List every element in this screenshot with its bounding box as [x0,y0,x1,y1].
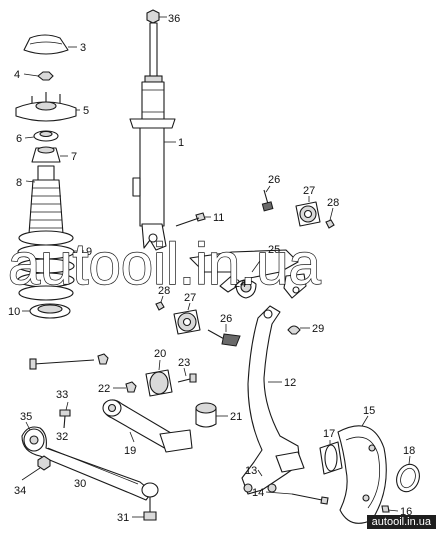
bolt-23 [177,367,197,383]
nut-34 [21,455,51,481]
upper-control-arm-24 [189,249,307,299]
strut-cap-3 [23,34,77,55]
callout-19: 19 [124,445,136,457]
callout-29: 29 [312,323,324,335]
coil-spring-9 [17,230,84,301]
callout-18: 18 [403,445,415,457]
callout-6: 6 [16,133,22,145]
callout-23: 23 [178,357,190,369]
callout-5: 5 [83,105,89,117]
callout-24: 24 [234,278,246,290]
ball-joint-nut-31 [132,482,159,521]
hub-bearing-17 [319,440,343,475]
shock-absorber-1 [129,22,176,251]
lower-isolator-10 [22,303,71,319]
callout-26-lower: 26 [220,313,232,325]
bolt-16 [381,505,399,513]
callout-11: 11 [213,212,224,224]
callout-13: 13 [245,465,257,477]
nut-22-top [97,353,109,365]
mount-nut-4 [23,71,54,81]
callout-30: 30 [74,478,86,490]
callout-21: 21 [230,411,242,423]
nut-28b [155,295,165,311]
callout-1: 1 [178,137,184,149]
callout-3: 3 [80,42,86,54]
callout-25: 25 [268,244,280,256]
bushing-27a [295,196,321,227]
callout-8: 8 [16,177,22,189]
callout-10: 10 [8,306,20,318]
callout-33: 33 [56,389,68,401]
lower-control-arm-30 [21,421,153,501]
callout-9: 9 [86,246,92,258]
callout-35: 35 [20,411,32,423]
tension-strut-19 [102,399,193,453]
dust-cap-18 [396,455,420,493]
callout-34: 34 [14,485,26,497]
callout-labels: 36 3 4 5 1 6 7 8 9 10 26 27 28 11 25 24 … [8,13,415,524]
callout-15: 15 [363,405,375,417]
bushing-20 [145,359,173,397]
tension-strut-bolt [29,358,95,370]
knuckle-nut-29 [287,325,310,335]
callout-36: 36 [168,13,180,25]
spring-seat-7 [31,146,68,163]
brake-shield-15 [337,415,387,524]
callout-4: 4 [14,69,20,81]
bushing-27b [173,302,201,335]
callout-28-upper: 28 [327,197,339,209]
dust-boot-8 [25,165,64,235]
callout-27-lower: 27 [184,292,196,304]
site-badge: autooil.in.ua [366,515,436,529]
bracket-bolt-26a [261,185,274,212]
callout-20: 20 [154,348,166,360]
upper-arm-bolt-11 [175,212,211,227]
bracket-bolt-26b [207,324,241,347]
shield-bolt-14 [265,491,329,505]
callout-12: 12 [284,377,296,389]
callout-17: 17 [323,428,335,440]
callout-7: 7 [71,151,77,163]
callout-14: 14 [252,487,264,499]
watermark-text: autooil.in.ua [8,232,322,297]
bearing-6 [24,130,59,142]
callout-26-upper: 26 [268,174,280,186]
nut-22 [113,381,137,393]
nut-28a [325,207,335,229]
steering-knuckle-12 [241,305,305,495]
strut-nut-36 [146,9,167,24]
callout-27-upper: 27 [303,185,315,197]
callout-28-lower: 28 [158,285,170,297]
bushing-21 [195,402,228,428]
callout-22: 22 [98,383,110,395]
bolt-33 [59,401,71,429]
callout-32: 32 [56,431,68,443]
callout-31: 31 [117,512,129,524]
upper-mount-5 [15,92,80,122]
